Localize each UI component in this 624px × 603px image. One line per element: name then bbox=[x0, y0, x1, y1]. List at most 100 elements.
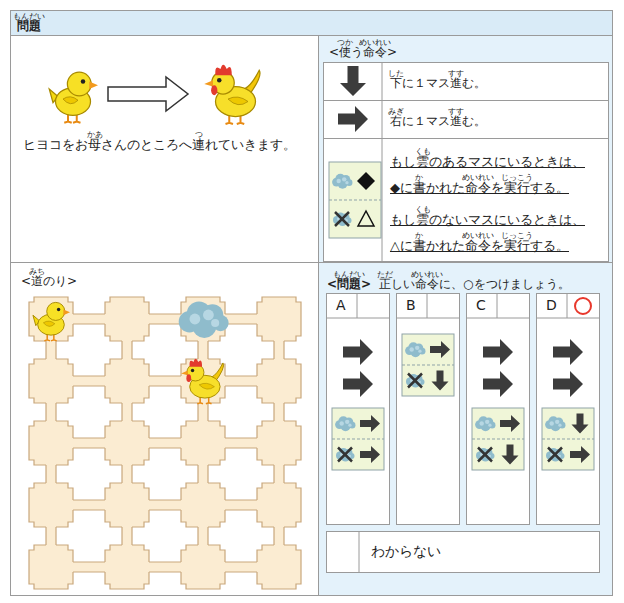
grid-link bbox=[224, 500, 259, 510]
grid-link-edge bbox=[46, 465, 56, 483]
cloud-light bbox=[410, 347, 414, 351]
grid-link bbox=[224, 314, 259, 324]
grid-link-edge bbox=[274, 465, 284, 483]
cell-divider bbox=[567, 294, 568, 318]
cell-divider bbox=[427, 294, 428, 318]
condition-divider bbox=[332, 439, 384, 440]
furigana: か bbox=[415, 174, 423, 182]
title-band: 問題 bbox=[10, 10, 613, 36]
right-arrow bbox=[343, 371, 373, 397]
cloud-figure bbox=[335, 416, 355, 431]
furigana: じっこう bbox=[501, 232, 533, 240]
hen-wattle bbox=[186, 374, 191, 382]
unknown-option: わからない bbox=[326, 531, 600, 573]
illustration bbox=[397, 294, 459, 524]
right-arrow bbox=[500, 415, 520, 432]
grid-link bbox=[122, 340, 132, 361]
cloud-light bbox=[485, 420, 489, 424]
grid-square bbox=[257, 297, 301, 341]
grid-link-edge bbox=[149, 500, 181, 510]
cloud-figure bbox=[336, 448, 355, 462]
cloud-light bbox=[488, 424, 491, 427]
cross-mark bbox=[548, 448, 562, 462]
cell-divider bbox=[359, 532, 360, 572]
right-arrow bbox=[360, 446, 380, 463]
grid-link bbox=[274, 340, 284, 361]
chick-beak bbox=[89, 82, 98, 90]
grid-link-edge bbox=[122, 341, 132, 359]
hen-beak bbox=[204, 80, 213, 86]
right-arrow bbox=[553, 371, 583, 397]
chick-wing bbox=[63, 97, 78, 104]
cloud-light bbox=[337, 179, 341, 183]
cross-mark bbox=[335, 212, 349, 226]
grid-link-edge bbox=[225, 376, 257, 386]
right-arrow bbox=[338, 106, 368, 132]
furigana: か bbox=[415, 232, 423, 240]
header-divider bbox=[397, 318, 459, 319]
grid-link bbox=[224, 438, 259, 448]
command-row: 右に１マス進む。 bbox=[323, 100, 609, 139]
condition-divider bbox=[402, 365, 454, 366]
condition-box bbox=[402, 334, 454, 396]
condition-row: もし雲のあるマスにいるときは、◆に書かれた命令を実行する。もし雲のないマスにいる… bbox=[323, 138, 609, 262]
grid-link-edge bbox=[46, 527, 56, 545]
condition-divider bbox=[472, 439, 524, 440]
chick-figure bbox=[49, 72, 98, 123]
illustration bbox=[467, 294, 529, 524]
grid-link-edge bbox=[198, 465, 208, 483]
grid-link bbox=[148, 376, 183, 386]
cell-divider bbox=[497, 294, 498, 318]
grid-link bbox=[224, 562, 259, 572]
grid-link bbox=[122, 402, 132, 423]
cloud-light bbox=[418, 350, 421, 353]
grid-link bbox=[72, 314, 107, 324]
grid-square bbox=[29, 545, 73, 589]
furigana: すす bbox=[448, 70, 464, 78]
grid-link bbox=[72, 562, 107, 572]
grid-square bbox=[105, 359, 149, 403]
chick-head bbox=[67, 72, 91, 96]
grid-link bbox=[198, 526, 208, 547]
grid-square bbox=[257, 421, 301, 465]
grid-link-edge bbox=[122, 465, 132, 483]
cloud-light bbox=[345, 181, 348, 184]
illustration bbox=[327, 532, 599, 572]
cloud-light bbox=[211, 319, 219, 327]
grid-link-edge bbox=[274, 527, 284, 545]
hen-figure bbox=[181, 359, 223, 404]
grid-link-edge bbox=[73, 562, 105, 572]
condition-box bbox=[332, 408, 384, 470]
hen-wing bbox=[199, 383, 214, 389]
grid-square bbox=[257, 483, 301, 527]
path-grid bbox=[29, 297, 301, 589]
grid-square bbox=[29, 297, 73, 341]
grid-square bbox=[181, 483, 225, 527]
header-divider bbox=[467, 318, 529, 319]
cross-mark bbox=[335, 212, 349, 226]
grid-link bbox=[46, 402, 56, 423]
furigana: もんだい bbox=[13, 13, 45, 21]
grid-link bbox=[274, 402, 284, 423]
grid-link bbox=[46, 340, 56, 361]
furigana: めいれい bbox=[411, 271, 443, 279]
cloud-light bbox=[480, 421, 484, 425]
cell-text: B bbox=[406, 297, 459, 313]
grid-link bbox=[72, 438, 107, 448]
down-arrow bbox=[432, 371, 449, 391]
cloud-figure bbox=[333, 213, 352, 227]
right-arrow bbox=[343, 339, 373, 365]
grid-link-edge bbox=[225, 500, 257, 510]
cloud-figure bbox=[406, 374, 425, 388]
grid-link bbox=[72, 500, 107, 510]
question-panel: <問題>正しい命令に、○をつけましょう。ABCDわからない bbox=[318, 262, 613, 596]
right-arrow bbox=[483, 371, 513, 397]
cloud-light bbox=[415, 346, 419, 350]
grid-square bbox=[29, 421, 73, 465]
chick-eye bbox=[57, 308, 60, 311]
cross-mark bbox=[548, 448, 562, 462]
cell-text: <道のり> bbox=[21, 273, 318, 290]
furigana: もんだい bbox=[333, 271, 365, 279]
down-arrow bbox=[502, 445, 519, 465]
grid-square bbox=[181, 545, 225, 589]
